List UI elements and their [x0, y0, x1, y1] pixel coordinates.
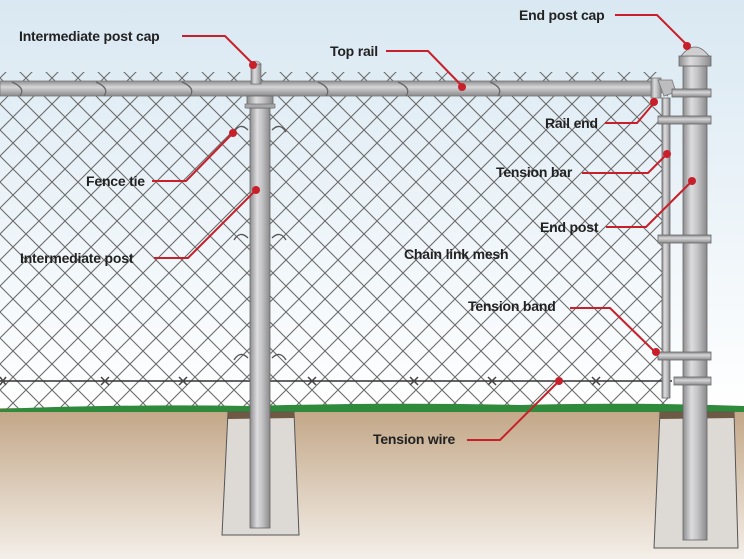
leader-tension-wire [467, 381, 559, 441]
tension-bar [661, 97, 671, 399]
label-end-post: End post [540, 219, 599, 235]
leader-fence-tie [152, 133, 233, 182]
label-tension-bar: Tension bar [496, 164, 573, 180]
leader-intermediate-post-cap [182, 35, 254, 65]
leader-end-post-cap [615, 14, 687, 45]
label-top-rail: Top rail [330, 43, 378, 59]
label-rail-end: Rail end [545, 115, 598, 131]
intermediate-post [244, 60, 276, 529]
top-rail-ties [11, 81, 501, 97]
tension-wire-ties [0, 376, 601, 386]
leader-rail-end [605, 102, 655, 124]
end-post [678, 46, 712, 541]
tension-bands [657, 88, 712, 386]
leader-tension-bar [582, 154, 667, 174]
soil-ground [0, 408, 744, 559]
label-intermediate-post-cap: Intermediate post cap [19, 28, 160, 44]
label-intermediate-post: Intermediate post [20, 250, 134, 266]
grass-line [0, 403, 744, 412]
leader-top-rail [386, 50, 463, 87]
label-tension-wire: Tension wire [373, 431, 456, 447]
leader-end-post [606, 181, 692, 228]
leader-tension-band [570, 307, 656, 353]
label-chain-link-mesh: Chain link mesh [404, 246, 508, 262]
leader-intermediate-post [154, 190, 256, 259]
label-fence-tie: Fence tie [86, 173, 145, 189]
rail-end [650, 77, 677, 99]
label-end-post-cap: End post cap [519, 7, 605, 23]
leader-lines [152, 14, 696, 441]
label-tension-band: Tension band [468, 298, 556, 314]
chain-link-mesh [0, 72, 668, 410]
